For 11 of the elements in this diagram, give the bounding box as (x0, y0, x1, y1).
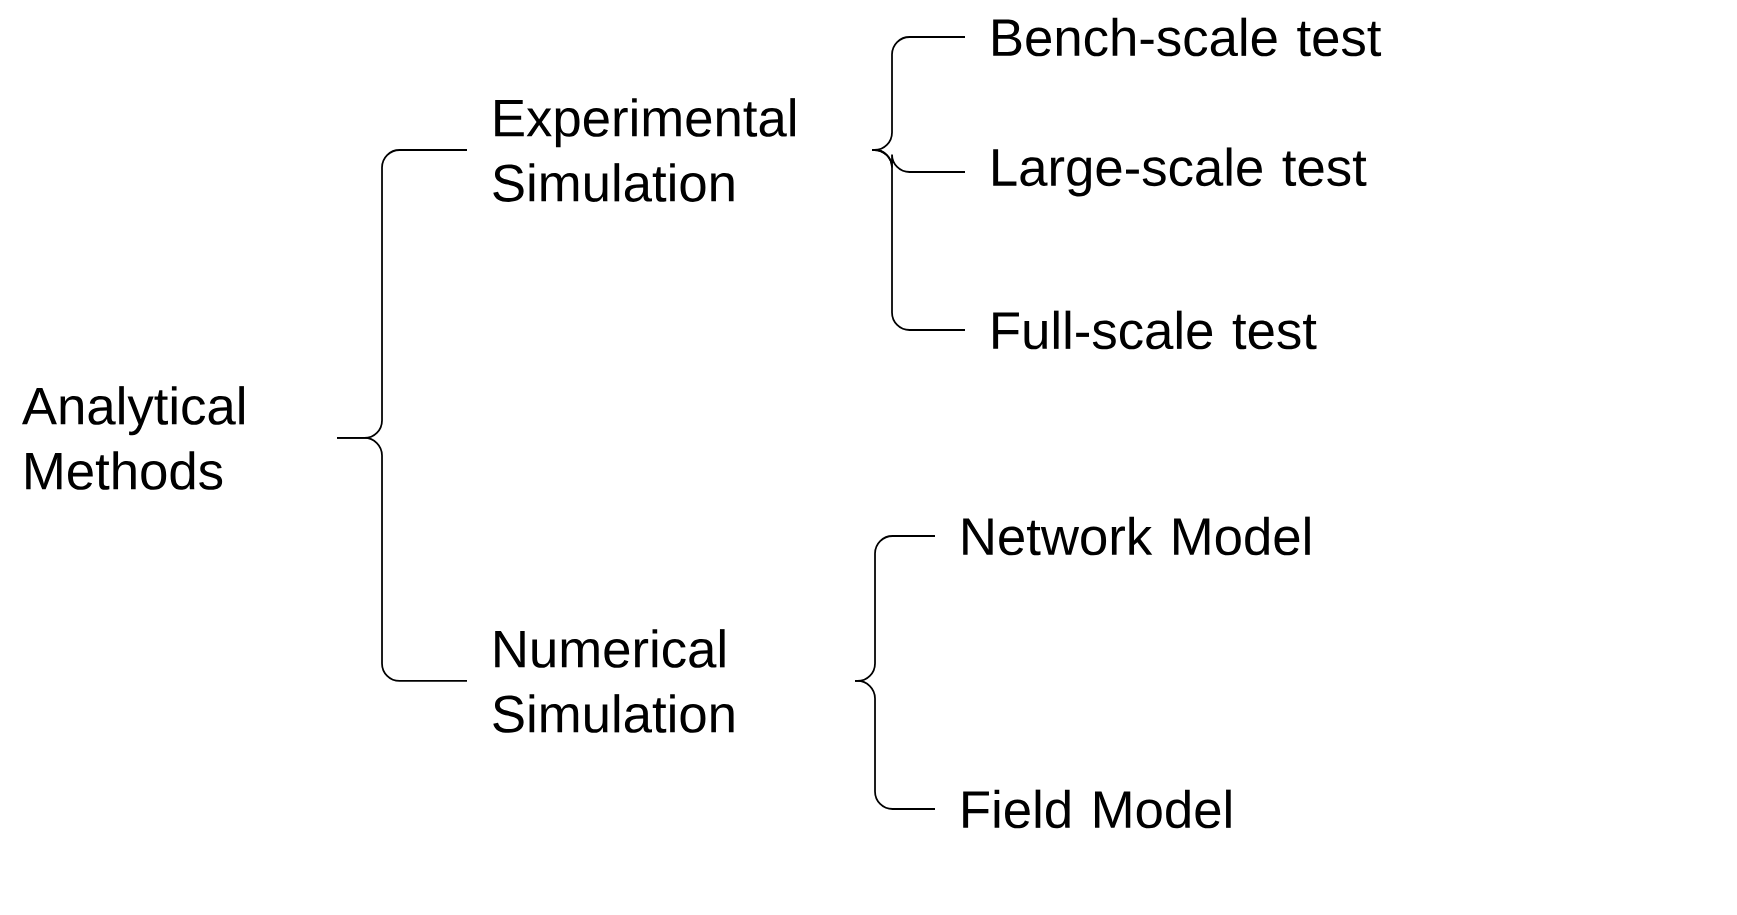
tree-label: Network Model (963, 516, 1310, 556)
tree-label: Experimental Simulation (493, 98, 795, 202)
tree-label: Field Model (963, 789, 1231, 829)
tree-label: Numerical Simulation (493, 629, 734, 733)
tree-label: Analytical Methods (22, 386, 244, 490)
tree-label: Bench-scale test (993, 17, 1382, 57)
bracket-line (336, 437, 468, 682)
tree-label: Large-scale test (993, 147, 1367, 197)
bracket-line (871, 149, 966, 331)
tree-label: Full-scale test (993, 310, 1317, 350)
bracket-line (854, 680, 936, 810)
